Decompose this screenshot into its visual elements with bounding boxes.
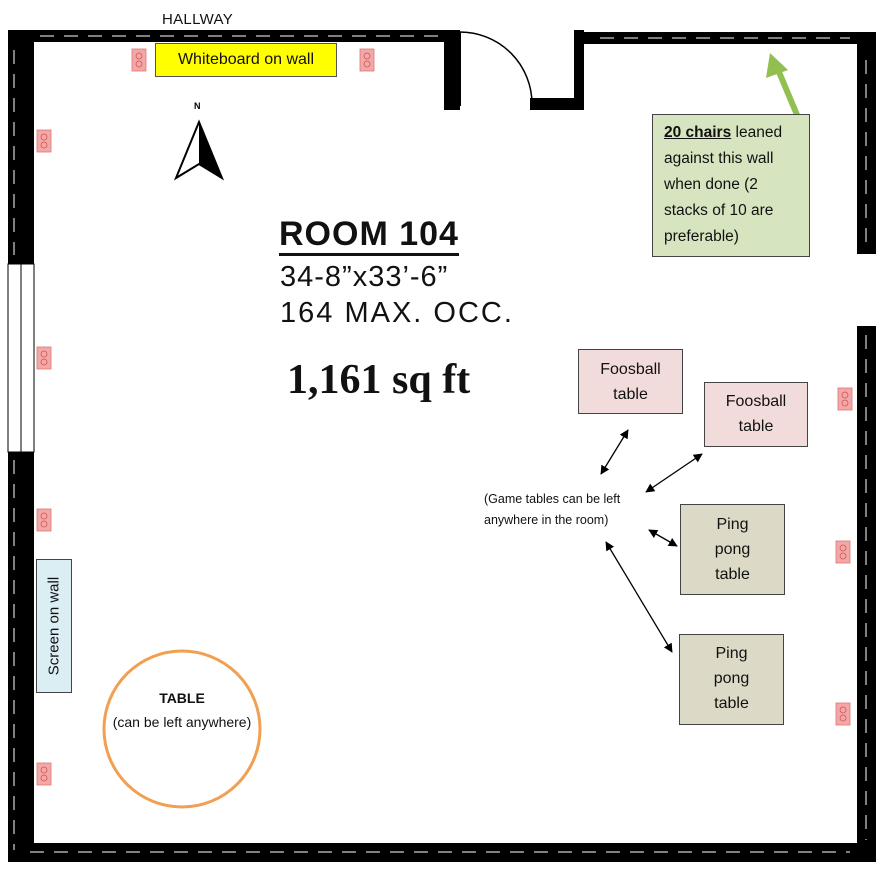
- outlet-icon: [131, 48, 147, 72]
- chairs-note: 20 chairs leaned against this wall when …: [652, 114, 810, 257]
- screen-label: Screen on wall: [45, 576, 63, 676]
- ping-pong-2-line-1: Ping: [715, 645, 748, 662]
- ping-pong-table-1: Ping pong table: [680, 504, 785, 595]
- window: [7, 263, 35, 453]
- alcove-bottom-wall: [530, 98, 584, 110]
- ping-pong-table-2: Ping pong table: [679, 634, 784, 725]
- outlet-icon: [835, 540, 851, 564]
- chairs-arrow-icon: [766, 53, 803, 124]
- outlet-icon: [36, 762, 52, 786]
- outlet-icon: [835, 702, 851, 726]
- door: [459, 31, 533, 106]
- wall-texture: [13, 35, 867, 853]
- hallway-label: HALLWAY: [162, 11, 234, 28]
- ping-pong-2-line-3: table: [714, 695, 749, 712]
- north-label: N: [194, 101, 201, 111]
- round-table: [102, 649, 262, 809]
- game-table-arrows: [600, 429, 703, 653]
- ping-pong-2-line-2: pong: [713, 670, 750, 687]
- chairs-note-text: leaned against this wall when done (2 st…: [664, 124, 783, 245]
- foosball-2-line-2: table: [738, 418, 774, 435]
- game-tables-note: (Game tables can be left anywhere in the…: [484, 492, 621, 527]
- outlets: [36, 48, 853, 786]
- round-table-label: TABLE (can be left anywhere): [104, 686, 260, 734]
- room-area: 1,161 sq ft: [287, 357, 471, 403]
- arrow-to-foosball-2: [645, 453, 703, 493]
- ping-pong-1-line-2: pong: [714, 541, 751, 558]
- screen-on-wall: Screen on wall: [36, 559, 72, 693]
- round-table-title: TABLE: [159, 690, 205, 706]
- outlet-icon: [837, 387, 853, 411]
- foosball-1-line-2: table: [613, 386, 648, 403]
- foosball-table-2: Foosball table: [704, 382, 808, 447]
- room-dimensions: 34-8”x33’-6”: [280, 261, 449, 293]
- outlet-icon: [36, 346, 52, 370]
- outlet-icon: [359, 48, 375, 72]
- outlet-icon: [36, 129, 52, 153]
- room-occupancy: 164 MAX. OCC.: [280, 297, 514, 329]
- left-wall-upper: [8, 30, 34, 264]
- foosball-1-line-1: Foosball: [600, 361, 661, 378]
- whiteboard-label: Whiteboard on wall: [155, 43, 337, 77]
- north-arrow-icon: [173, 119, 225, 181]
- arrow-to-ping-pong-1: [648, 529, 678, 547]
- foosball-2-line-1: Foosball: [725, 393, 787, 410]
- left-wall-lower: [8, 452, 34, 862]
- room-title: ROOM 104: [279, 216, 459, 256]
- chairs-count: 20 chairs: [664, 124, 732, 141]
- ping-pong-1-line-1: Ping: [716, 516, 749, 533]
- ping-pong-1-line-3: table: [715, 566, 750, 583]
- arrow-to-ping-pong-2: [605, 541, 673, 653]
- outlet-icon: [36, 508, 52, 532]
- foosball-table-1: Foosball table: [578, 349, 683, 414]
- alcove-left-wall: [444, 30, 460, 110]
- round-table-note: (can be left anywhere): [112, 714, 252, 730]
- arrow-to-foosball-1: [600, 429, 629, 475]
- alcove-right-wall: [574, 30, 584, 110]
